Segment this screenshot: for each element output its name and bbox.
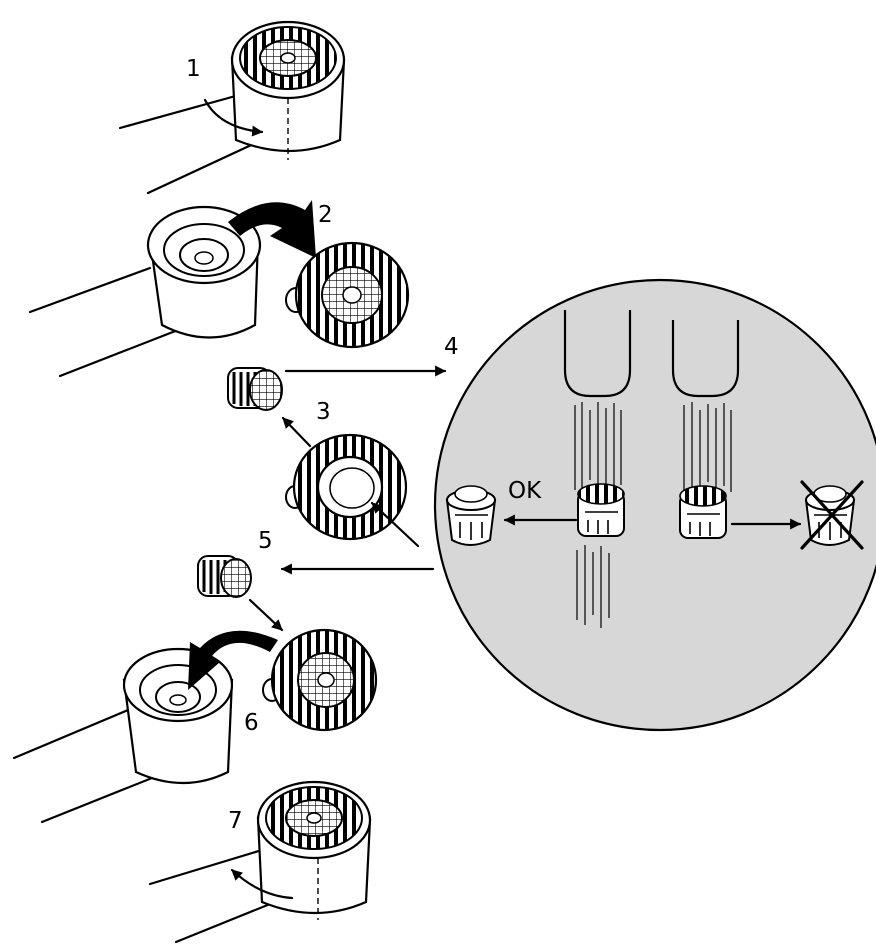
clogged-insert — [680, 486, 726, 538]
inspection-inset: OK — [435, 280, 876, 730]
step-4-label: 4 — [444, 334, 459, 360]
clean-insert — [578, 484, 624, 536]
step-1-label: 1 — [186, 56, 201, 82]
aerator-insert — [228, 368, 282, 410]
ok-label: OK — [508, 478, 542, 504]
step-7-faucet-head — [150, 782, 370, 942]
step-7-label: 7 — [228, 808, 243, 834]
step-6-label: 6 — [244, 710, 259, 736]
arrow-icon — [250, 600, 282, 630]
aerator-part-reassembled — [263, 630, 376, 730]
step-2-faucet-open — [30, 207, 260, 376]
aerator-insert-clean — [198, 556, 251, 597]
arrow-icon — [283, 418, 310, 446]
step-3-label: 3 — [316, 399, 331, 425]
aerator-part — [286, 243, 408, 347]
step-2-label: 2 — [318, 202, 333, 228]
step-5-label: 5 — [258, 528, 273, 554]
ok-insert — [447, 486, 495, 545]
aerator-housing — [286, 435, 406, 539]
step-1-faucet-head — [120, 22, 344, 193]
